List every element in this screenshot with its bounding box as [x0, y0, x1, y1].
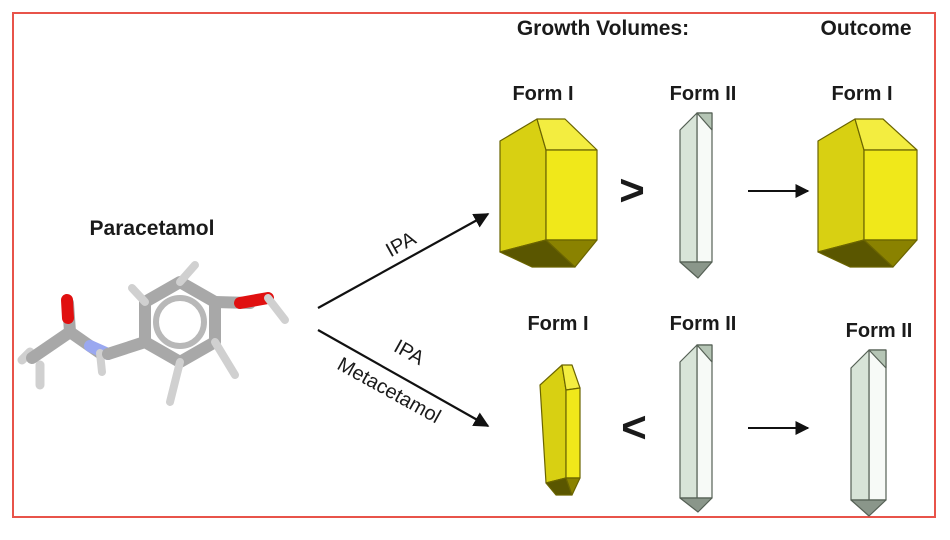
- top-form-i-crystal: [499, 118, 598, 268]
- bottom-form-i-crystal: [539, 364, 581, 496]
- bottom-outcome-crystal: [850, 349, 887, 517]
- top-route-solvent: IPA: [382, 227, 420, 261]
- arrow-to-bottom-row: [317, 329, 490, 427]
- top-outcome-crystal: [817, 118, 918, 268]
- arrow-to-top-row: [317, 213, 490, 309]
- top-form-ii-crystal: [679, 112, 713, 279]
- top-form-i-label: Form I: [512, 83, 573, 105]
- bottom-comparison-symbol: <: [621, 403, 647, 452]
- paracetamol-molecule: [17, 261, 289, 406]
- molecule-label: Paracetamol: [90, 217, 215, 240]
- bottom-form-ii-label: Form II: [670, 313, 737, 335]
- bottom-form-i-label: Form I: [527, 313, 588, 335]
- top-comparison-symbol: >: [619, 166, 645, 215]
- growth-volumes-heading: Growth Volumes:: [517, 17, 689, 40]
- bottom-outcome-label: Form II: [846, 320, 913, 342]
- bottom-form-ii-crystal: [679, 344, 713, 513]
- top-form-ii-label: Form II: [670, 83, 737, 105]
- top-outcome-label: Form I: [831, 83, 892, 105]
- bottom-route-solvent: IPA: [390, 336, 428, 370]
- figure-frame: [12, 12, 936, 518]
- outcome-heading: Outcome: [820, 17, 911, 40]
